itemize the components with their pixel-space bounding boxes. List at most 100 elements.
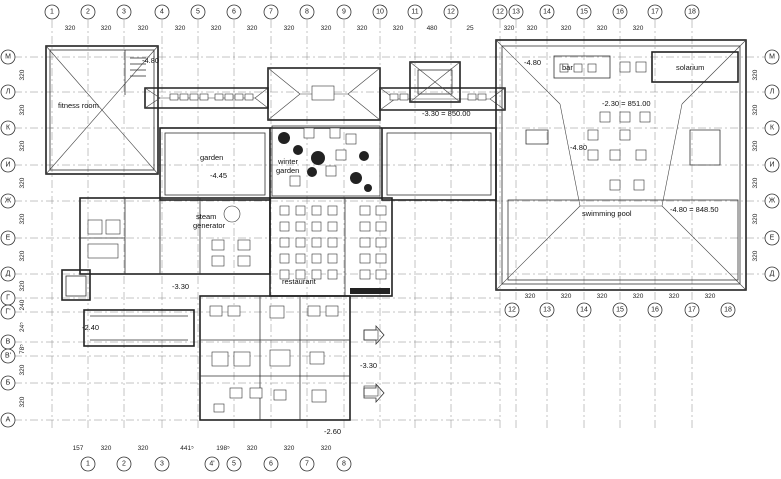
axis-bottom-left-0: 1 [80,456,96,472]
axis-left-5-label: Е [6,235,11,242]
dim-top-3: 320 [175,25,186,32]
axis-bottom-left-3: 4' [204,456,220,472]
dim-bottom-5: 320 [247,445,258,452]
axis-top-0-label: 1 [50,9,54,16]
restaurant-table [295,205,306,216]
axis-left-11: Б [0,375,16,391]
axis-right-3: И [764,157,780,173]
label-steam-1: steam [196,212,216,221]
dim-pool-4: 320 [669,293,680,300]
axis-right-2: К [764,120,780,136]
restaurant-table [359,253,371,264]
dim-bottom-3: 441⁵ [180,445,194,452]
axis-top-1: 2 [80,4,96,20]
dim-left-10: 320 [19,364,26,375]
label-solarium: solarium [676,63,704,72]
dim-bottom-1: 320 [101,445,112,452]
axis-left-8: Г' [0,304,16,320]
axis-left-9-label: В [6,339,11,346]
dim-bottom-4: 198⁵ [216,445,230,452]
gallery-roofs [144,61,506,121]
axis-top-2: 3 [116,4,132,20]
restaurant-table [375,221,387,232]
axis-bottom-left-2-label: 3 [160,461,164,468]
level-mark-5: -2.40 [82,323,99,332]
winter-garden [271,125,381,197]
dim-top-15: 320 [597,25,608,32]
axis-right-1: Л [764,84,780,100]
dim-left-2: 320 [19,140,26,151]
axis-left-1-label: Л [6,89,11,96]
restaurant-table [279,237,290,248]
axis-top-4: 5 [190,4,206,20]
restaurant-table [327,237,338,248]
axis-bottom-right-0-label: 12 [508,307,516,314]
dim-top-16: 320 [633,25,644,32]
axis-bottom-left-7-label: 8 [342,461,346,468]
axis-right-6-label: Д [770,271,775,278]
axis-top-10-label: 11 [411,9,418,16]
axis-top-11: 12 [443,4,459,20]
label-restaurant: restaurant [282,277,317,286]
axis-bottom-right-4: 16 [647,302,663,318]
dim-left-5: 320 [19,250,26,261]
dim-top-11: 25 [466,25,474,32]
axis-left-5: Е [0,230,16,246]
label-steam-2: generator [193,221,226,230]
axis-bottom-left-4: 5 [226,456,242,472]
axis-bottom-right-1: 13 [539,302,555,318]
axis-right-2-label: К [770,125,775,132]
axis-left-9: В [0,334,16,350]
dim-right-1: 320 [752,104,759,115]
kitchen-block [83,295,379,421]
axis-top-16: 16 [612,4,628,20]
axis-top-12: 12 [492,4,508,20]
axis-bottom-left-6: 7 [299,456,315,472]
axis-bottom-left-2: 3 [154,456,170,472]
axis-bottom-right-3: 15 [612,302,628,318]
dim-top-8: 320 [357,25,368,32]
restaurant-table [359,221,371,232]
axis-left-2-label: К [6,125,11,132]
axis-left-7: Г [0,290,16,306]
restaurant-block [269,197,393,297]
dim-top-1: 320 [101,25,112,32]
axis-bottom-right-5-label: 17 [688,307,696,314]
axis-bottom-right-1-label: 13 [543,307,551,314]
service-block [61,197,271,301]
restaurant-table [375,253,387,264]
dim-bottom-7: 320 [321,445,332,452]
restaurant-table [327,253,338,264]
dim-top-14: 320 [561,25,572,32]
level-mark-6: -3.30 [360,361,377,370]
dim-top-7: 320 [321,25,332,32]
restaurant-table [359,205,371,216]
axis-top-9: 10 [372,4,388,20]
restaurant-table [311,269,322,280]
entrance-arrows [363,324,385,404]
axis-bottom-right-6-label: 18 [724,307,732,314]
dim-top-6: 320 [284,25,295,32]
level-mark-1: -4.80 [142,56,159,65]
label-swimming-pool: swimming pool [582,209,632,218]
axis-left-4: Ж [0,193,16,209]
axis-bottom-right-0: 12 [504,302,520,318]
dim-top-9: 320 [393,25,404,32]
axis-left-2: К [0,120,16,136]
axis-top-18: 18 [684,4,700,20]
label-fitness-room: fitness room [58,101,99,110]
level-mark-8: -4.80 [524,58,541,67]
axis-top-17: 17 [647,4,663,20]
axis-bottom-right-3-label: 15 [616,307,624,314]
axis-left-0: М [0,49,16,65]
restaurant-table [327,269,338,280]
axis-top-13: 13 [508,4,524,20]
axis-bottom-left-5: 6 [263,456,279,472]
dim-right-5: 320 [752,250,759,261]
axis-top-14-label: 14 [543,9,551,16]
dim-top-12: 320 [504,25,515,32]
restaurant-table [375,205,387,216]
